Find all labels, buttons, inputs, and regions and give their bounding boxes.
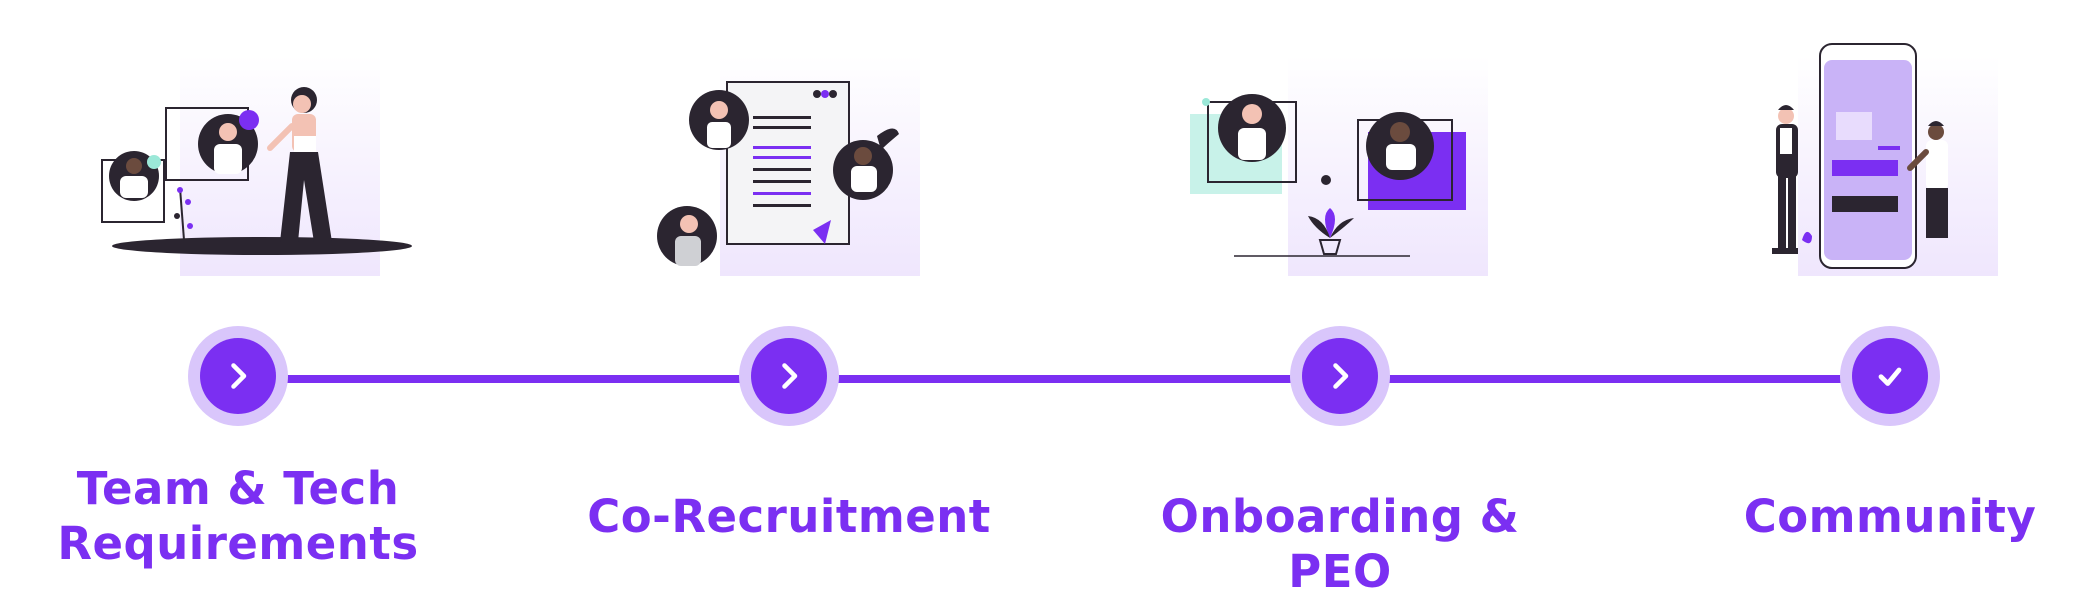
mobile-community-illustration	[1740, 40, 2060, 280]
chevron-right-icon	[782, 363, 798, 389]
step-4-node[interactable]	[1840, 326, 1940, 426]
check-icon	[1878, 367, 1902, 386]
step-3-node[interactable]	[1290, 326, 1390, 426]
step-1-label: Team & Tech Requirements	[28, 461, 448, 571]
recruitment-document-illustration	[645, 40, 965, 280]
step-3-label-text: Onboarding & PEO	[1160, 490, 1520, 598]
chevron-right-icon	[231, 363, 247, 389]
step-1-node-center	[200, 338, 276, 414]
timeline-connector-line	[238, 375, 1890, 383]
step-2-node-center	[751, 338, 827, 414]
step-3-node-center	[1302, 338, 1378, 414]
step-2-label-text: Co-Recruitment	[587, 490, 991, 543]
step-4-label-text: Community	[1743, 490, 2037, 543]
step-4-label: Community	[1680, 489, 2080, 544]
step-2-node[interactable]	[739, 326, 839, 426]
step-1-node[interactable]	[188, 326, 288, 426]
chevron-right-icon	[1333, 363, 1349, 389]
step-3-label: Onboarding & PEO	[1130, 489, 1550, 599]
team-meeting-illustration	[92, 40, 412, 280]
onboarding-profiles-illustration	[1190, 40, 1510, 280]
step-4-node-center	[1852, 338, 1928, 414]
step-1-label-text: Team & Tech Requirements	[57, 462, 419, 570]
step-2-label: Co-Recruitment	[579, 489, 999, 544]
